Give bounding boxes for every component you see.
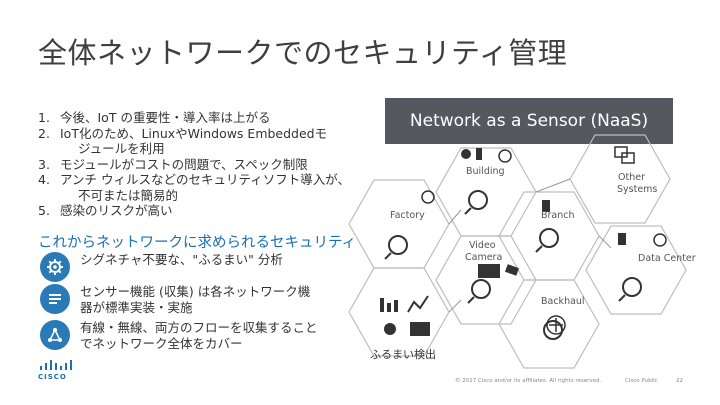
- analytics-icon: [380, 295, 430, 336]
- list-item: 4. アンチ ウィルスなどのセキュリティソフト導入が、: [38, 172, 368, 188]
- list-item-continuation: 不可または簡易的: [38, 188, 368, 204]
- hex-building: [435, 147, 537, 237]
- list-item: 1. 今後、IoT の重要性・導入率は上がる: [38, 110, 368, 126]
- footer-copyright: © 2017 Cisco and/or its affiliates. All …: [455, 378, 602, 384]
- security-subheading: これからネットワークに求められるセキュリティ: [38, 235, 357, 251]
- hex-analytics: [348, 267, 450, 357]
- video-camera-icon: [478, 264, 520, 278]
- footer-classification: Cisco Public: [625, 378, 658, 384]
- hex-label-branch: Branch: [541, 210, 575, 221]
- hex-label-video-camera-2: Camera: [465, 252, 503, 263]
- sensor-icon: [384, 190, 642, 340]
- hex-label-factory: Factory: [390, 210, 425, 221]
- footer-page-number: 22: [676, 378, 683, 384]
- list-text: アンチ ウィルスなどのセキュリティソフト導入が、: [60, 172, 350, 187]
- gear-icon: [40, 252, 70, 282]
- list-text: ジュールを利用: [78, 141, 165, 156]
- collect-icon: [40, 284, 70, 314]
- hex-video-camera: [435, 235, 537, 325]
- cisco-logo-text: CISCO: [38, 373, 67, 381]
- feature-text: センサー機能 (収集) は各ネットワーク機 器が標準実装・実施: [80, 284, 310, 315]
- page-title: 全体ネットワークでのセキュリティ管理: [38, 36, 568, 70]
- list-number: 2.: [38, 125, 50, 141]
- feature-line: 有線・無線、両方のフローを収集すること: [80, 320, 318, 335]
- feature-line: センサー機能 (収集) は各ネットワーク機: [80, 284, 311, 299]
- hex-label-data-center: Data Center: [638, 253, 696, 264]
- hex-label-backhaul: Backhaul: [541, 296, 585, 307]
- list-number: 5.: [38, 203, 50, 218]
- list-text: 不可または簡易的: [78, 187, 179, 203]
- building-icons: [461, 148, 512, 163]
- naas-banner: Network as a Sensor (NaaS): [385, 98, 673, 144]
- hex-label-building: Building: [466, 166, 505, 177]
- feature-text: 有線・無線、両方のフローを収集すること でネットワーク全体をカバー: [80, 320, 318, 351]
- feature-text: シグネチャ不要な、"ふるまい" 分析: [80, 252, 283, 268]
- feature-line: でネットワーク全体をカバー: [80, 335, 243, 351]
- branch-icon: [542, 200, 550, 212]
- list-item: 2. IoT化のため、LinuxやWindows Embeddedモ: [38, 126, 368, 142]
- list-item: 5. 感染のリスクが高い: [38, 203, 368, 219]
- list-text: モジュールがコストの問題で、スペック制限: [60, 156, 308, 172]
- issue-list: 1. 今後、IoT の重要性・導入率は上がる 2. IoT化のため、LinuxやWi…: [38, 110, 368, 219]
- list-item-continuation: ジュールを利用: [38, 141, 368, 157]
- analytics-caption: ふるまい検出: [370, 348, 436, 361]
- hex-label-other-systems-2: Systems: [617, 184, 658, 195]
- list-number: 1.: [38, 110, 50, 125]
- factory-icon: [421, 190, 435, 204]
- cisco-logo: [40, 360, 72, 370]
- feature-line: 器が標準実装・実施: [80, 299, 193, 315]
- list-number: 3.: [38, 156, 50, 172]
- network-icon: [40, 320, 70, 350]
- data-center-icon: [618, 233, 667, 247]
- hex-backhaul: [498, 279, 600, 369]
- list-text: 今後、IoT の重要性・導入率は上がる: [60, 110, 271, 125]
- hex-label-other-systems-1: Other: [618, 172, 645, 183]
- list-text: 感染のリスクが高い: [60, 203, 173, 218]
- list-text: IoT化のため、LinuxやWindows Embeddedモ: [60, 125, 328, 141]
- hex-label-video-camera-1: Video: [469, 240, 496, 251]
- hex-data-center: [585, 225, 687, 315]
- list-item: 3. モジュールがコストの問題で、スペック制限: [38, 157, 368, 173]
- list-number: 4.: [38, 172, 50, 187]
- other-systems-icon: [614, 146, 635, 164]
- feature-line: シグネチャ不要な、"ふるまい" 分析: [80, 252, 283, 267]
